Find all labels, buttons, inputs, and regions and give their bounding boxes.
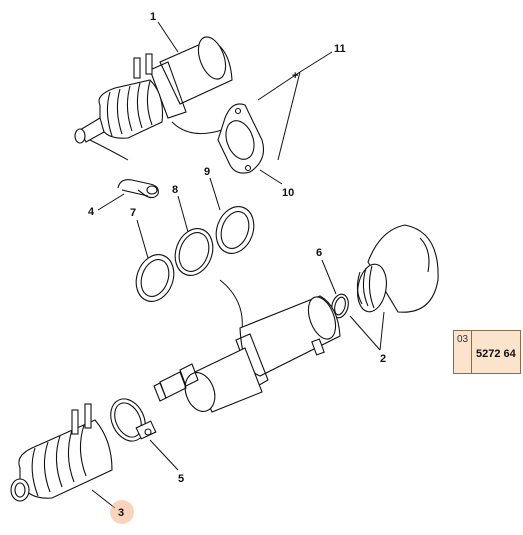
callout-8[interactable]: 8 — [172, 184, 178, 196]
part-8-o-ring[interactable] — [169, 223, 219, 280]
callout-labels: 1 11 10 4 7 8 9 6 2 5 3 — [88, 11, 386, 524]
part-7-seal-ring[interactable] — [130, 249, 180, 306]
reference-box: 03 5272 64 — [453, 330, 521, 374]
plus-sign: + — [292, 70, 298, 82]
part-1-actuator-upper[interactable] — [74, 33, 233, 161]
master-cylinder-body[interactable] — [153, 293, 341, 415]
callout-10[interactable]: 10 — [282, 187, 294, 199]
callout-4[interactable]: 4 — [88, 206, 95, 218]
callout-7[interactable]: 7 — [130, 207, 136, 219]
callout-9[interactable]: 9 — [204, 166, 210, 178]
callout-6[interactable]: 6 — [316, 247, 322, 259]
reference-number[interactable]: 5272 64 — [476, 348, 516, 360]
callout-3-highlight — [110, 500, 134, 524]
leader-lines — [91, 21, 385, 509]
callout-1[interactable]: 1 — [150, 11, 156, 23]
callout-5[interactable]: 5 — [178, 473, 184, 485]
part-2-dust-cover-boot[interactable] — [354, 224, 439, 314]
part-5-hose-clamp[interactable] — [104, 393, 157, 446]
callout-2[interactable]: 2 — [380, 353, 386, 365]
connecting-cable — [219, 279, 243, 331]
reference-divider — [471, 331, 472, 373]
part-3-lower-bellows-boot[interactable] — [10, 403, 113, 502]
part-9-seal-ring[interactable] — [210, 201, 260, 258]
part-4-retaining-clip[interactable] — [117, 179, 159, 199]
callout-3[interactable]: 3 — [118, 507, 124, 519]
part-10-flange-gasket[interactable] — [217, 103, 265, 174]
callout-11[interactable]: 11 — [334, 43, 346, 55]
reference-code: 03 — [457, 334, 469, 345]
